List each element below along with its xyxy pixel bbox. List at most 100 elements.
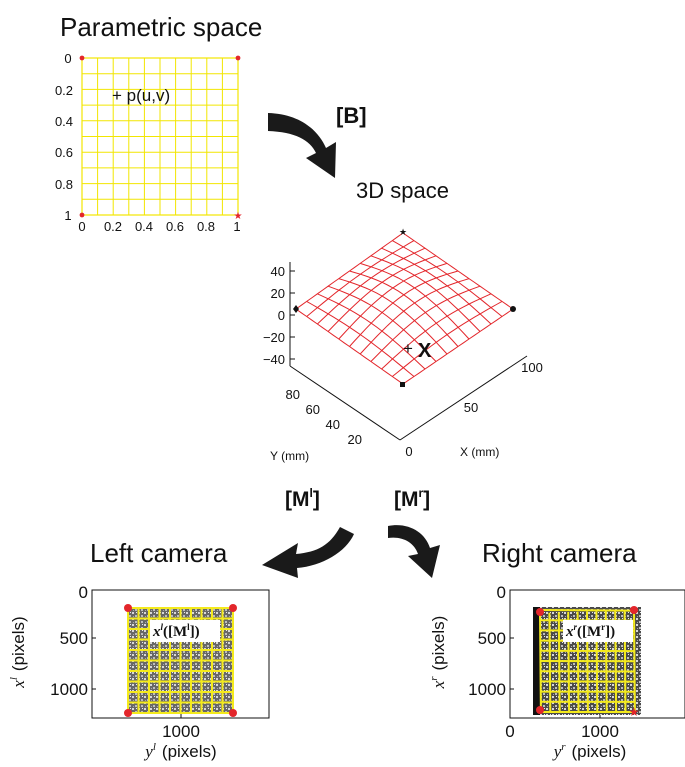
y-tick: 40: [326, 417, 340, 432]
surface-mesh: [295, 232, 514, 385]
right-camera-title: Right camera: [482, 538, 637, 568]
right-camera-y-label: xr(pixels): [428, 616, 448, 690]
left-camera-grid: [127, 607, 234, 714]
square-marker: [400, 382, 405, 387]
right-inset-label: xr([Mr]): [565, 622, 615, 640]
mesh-line: [370, 285, 481, 362]
param-x-tick: 0: [78, 219, 85, 234]
left-camera-y-label: xl(pixels): [8, 616, 28, 688]
mesh-line: [306, 300, 415, 377]
circle-marker: [510, 306, 516, 312]
surface-x-ticks: 0 50 100: [405, 360, 542, 459]
mesh-line: [306, 240, 415, 317]
z-tick: 20: [271, 286, 285, 301]
right-camera-y-ticks: 0 500 1000: [468, 583, 506, 699]
left-y-tick: 0: [79, 583, 88, 602]
left-corner-marker: [229, 604, 237, 612]
x-tick: 100: [521, 360, 543, 375]
param-y-tick: 0.8: [55, 177, 73, 192]
y-tick: 60: [306, 402, 320, 417]
mesh-line: [381, 293, 492, 370]
param-x-tick: 0.2: [104, 219, 122, 234]
right-x-tick: 0: [505, 722, 514, 741]
left-corner-marker: [124, 604, 132, 612]
mesh-line: [295, 308, 404, 385]
y-tick: 80: [286, 387, 300, 402]
left-inset-label: xl([Ml]): [152, 622, 200, 640]
param-y-tick: 0.4: [55, 114, 73, 129]
parametric-frame: [81, 57, 239, 216]
param-y-tick: 0: [64, 51, 71, 66]
left-camera-x-label: yl(pixels): [143, 741, 216, 761]
parametric-point-label: + p(u,v): [112, 86, 170, 105]
mesh-line: [317, 293, 426, 370]
right-corner-marker: [630, 606, 638, 614]
camera-grid-line: [539, 609, 635, 612]
mesh-line: [381, 247, 492, 325]
surface-y-label: Y (mm): [270, 449, 309, 463]
x-tick: 0: [405, 444, 412, 459]
parametric-grid: [81, 57, 239, 216]
arrow-mr-label: [Mr]: [394, 486, 430, 511]
surface-y-ticks: 80 60 40 20: [286, 387, 362, 447]
parametric-y-ticks: 0 0.2 0.4 0.6 0.8 1: [55, 51, 73, 223]
param-x-tick: 1: [233, 219, 240, 234]
param-x-tick: 0.6: [166, 219, 184, 234]
arrow-b-label: [B]: [336, 103, 367, 128]
point-x-label: X: [418, 340, 432, 362]
surface-x-label: X (mm): [460, 445, 499, 459]
mesh-line: [402, 308, 514, 385]
left-corner-marker: [229, 709, 237, 717]
surface-z-ticks: 40 20 0 −20 −40: [263, 264, 285, 367]
top-star-marker: ★: [399, 227, 407, 237]
param-y-tick: 1: [64, 208, 71, 223]
right-camera-grid: [539, 609, 636, 713]
camera-grid-line: [633, 609, 636, 713]
arrow-b: [268, 113, 336, 178]
diamond-marker: [293, 305, 299, 313]
x-tick: 50: [464, 400, 478, 415]
z-tick: −20: [263, 330, 285, 345]
camera-grid-line: [557, 612, 561, 713]
corner-star-marker: ★: [234, 211, 243, 222]
mesh-line: [391, 300, 503, 377]
right-corner-star-marker: ★: [629, 705, 640, 719]
camera-grid-line: [548, 612, 552, 713]
left-camera-tick-marks: [92, 637, 182, 718]
left-camera-y-ticks: 0 500 1000: [50, 583, 88, 699]
right-inset-box: [563, 620, 633, 642]
surface-title: 3D space: [356, 178, 449, 203]
right-image-dark-edge: [533, 607, 540, 715]
right-y-tick: 1000: [468, 680, 506, 699]
z-tick: −40: [263, 352, 285, 367]
left-x-tick: 1000: [162, 722, 200, 741]
param-y-tick: 0.6: [55, 145, 73, 160]
mesh-line: [359, 278, 470, 355]
arrow-left-camera: [262, 527, 354, 578]
left-y-tick: 1000: [50, 680, 88, 699]
corner-marker: [79, 212, 85, 218]
param-x-tick: 0.8: [197, 219, 215, 234]
corner-marker: [235, 55, 241, 61]
mesh-line: [338, 278, 448, 355]
left-inset-box: [150, 620, 220, 642]
right-x-tick: 1000: [581, 722, 619, 741]
point-cross: +: [403, 339, 413, 358]
mesh-line: [317, 247, 426, 325]
right-corner-marker: [536, 706, 544, 714]
right-y-tick: 500: [478, 629, 506, 648]
right-y-tick: 0: [497, 583, 506, 602]
corner-marker: [79, 55, 85, 61]
left-camera-title: Left camera: [90, 538, 228, 568]
right-corner-marker: [536, 608, 544, 616]
parametric-x-ticks: 0 0.2 0.4 0.6 0.8 1: [78, 219, 240, 234]
mesh-line: [349, 270, 459, 347]
y-tick: 20: [348, 432, 362, 447]
z-tick: 0: [278, 308, 285, 323]
left-y-tick: 500: [60, 629, 88, 648]
surface-axes: [289, 262, 528, 441]
left-corner-marker: [124, 709, 132, 717]
z-tick: 40: [271, 264, 285, 279]
